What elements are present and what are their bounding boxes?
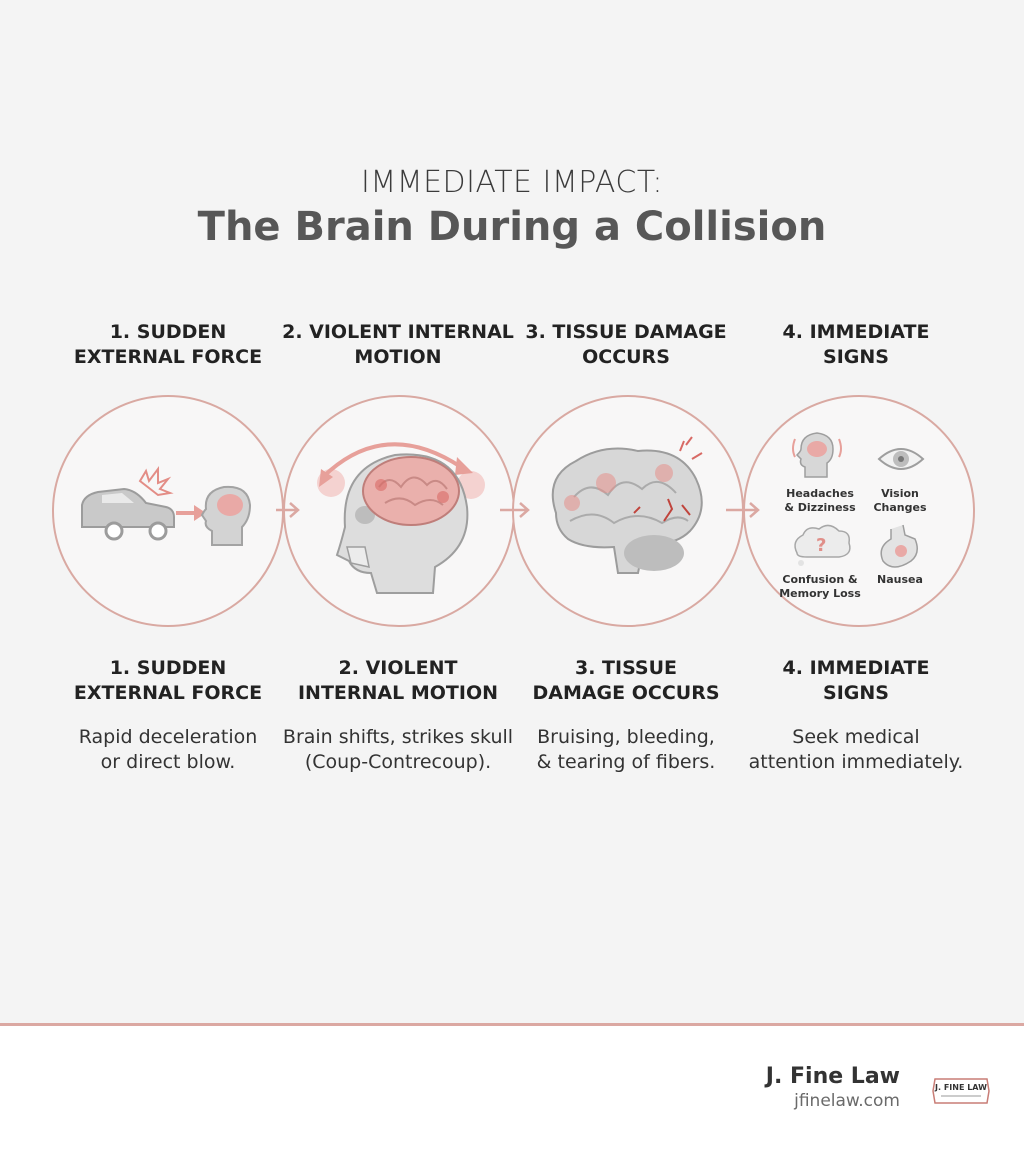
footer-divider — [0, 1023, 1024, 1026]
eye-icon — [877, 448, 925, 470]
svg-text:?: ? — [816, 535, 826, 556]
brand-name: J. Fine Law — [765, 1064, 900, 1089]
arrow-right-icon — [276, 502, 760, 518]
impact-burst-icon — [138, 466, 174, 497]
car-icon — [81, 487, 175, 541]
damaged-brain-illustration — [551, 436, 703, 574]
header-kicker: IMMEDIATE IMPACT: — [360, 165, 663, 200]
stomach-icon — [880, 524, 918, 568]
motion-arrow-icon — [176, 505, 206, 521]
sign-label-nausea: Nausea — [877, 573, 923, 586]
skull-brain-illustration — [317, 442, 485, 594]
step-3-circle — [512, 395, 744, 627]
footer — [0, 1026, 1024, 1154]
header: IMMEDIATE IMPACT: The Brain During a Col… — [0, 165, 1024, 250]
step-2-description: Brain shifts, strikes skull(Coup-Contrec… — [282, 726, 514, 773]
headache-icon — [792, 432, 842, 478]
brand-url[interactable]: jfinelaw.com — [794, 1091, 900, 1111]
immediate-signs-illustration: ? — [792, 432, 925, 568]
step-2-circle — [283, 395, 515, 627]
sign-label-confusion: Confusion &Memory Loss — [779, 573, 861, 600]
logo-text: J. FINE LAW — [934, 1083, 987, 1092]
connector-arrows — [276, 502, 760, 518]
sign-label-headaches: Headaches& Dizziness — [784, 487, 856, 514]
page-title: The Brain During a Collision — [197, 204, 827, 250]
step-3-description: Bruising, bleeding,& tearing of fibers. — [536, 726, 716, 773]
head-silhouette-icon — [200, 485, 252, 546]
question-cloud-icon: ? — [794, 524, 851, 566]
car-collision-illustration — [81, 466, 252, 546]
firm-logo: J. FINE LAW — [932, 1078, 990, 1104]
step-1-circle — [52, 395, 284, 627]
